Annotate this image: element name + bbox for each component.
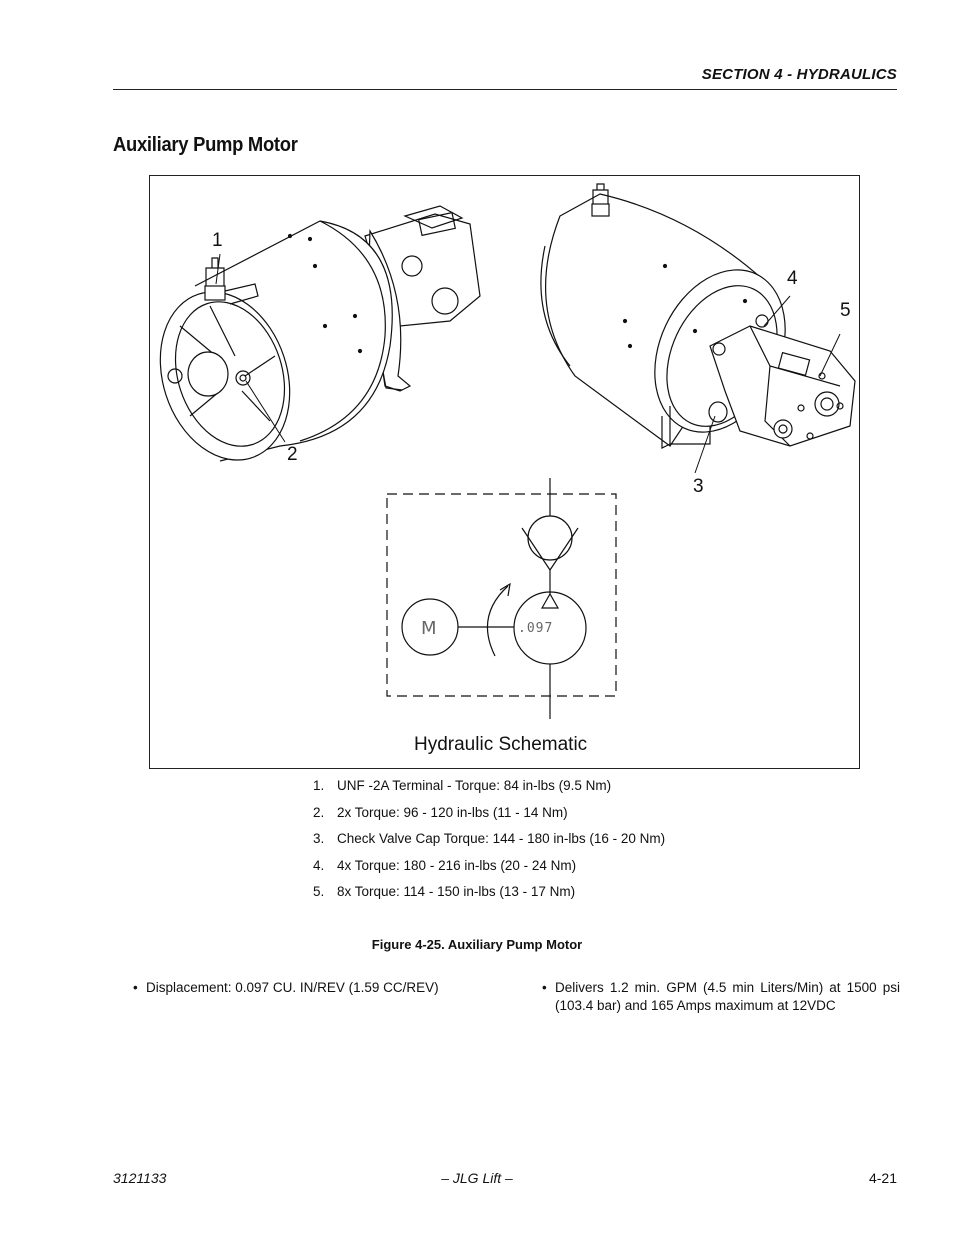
legend-number: 3. [313, 831, 325, 846]
bullet-text: Delivers 1.2 min. GPM (4.5 min Liters/Mi… [555, 980, 900, 1013]
bullet-dot: • [133, 980, 138, 995]
callout-1: 1 [212, 230, 223, 251]
legend-number: 4. [313, 857, 325, 873]
left-motor-drawing [159, 205, 481, 462]
legend-item: 1. UNF -2A Terminal - Torque: 84 in-lbs (… [313, 778, 665, 805]
legend-text: Check Valve Cap Torque: 144 - 180 in-lbs… [337, 831, 666, 846]
pump-motor-illustration: M .097 [159, 183, 856, 719]
header-rule [113, 89, 897, 90]
pump-displacement-label: .097 [518, 621, 553, 636]
bullet-delivery: • Delivers 1.2 min. GPM (4.5 min Liters/… [542, 979, 900, 1015]
callout-5: 5 [840, 300, 851, 321]
footer-page-number: 4-21 [868, 1170, 897, 1186]
motor-symbol-label: M [421, 618, 437, 639]
legend-item: 5. 8x Torque: 114 - 150 in-lbs (13 - 17 N… [313, 884, 665, 911]
bullet-dot: • [542, 980, 547, 995]
legend-item: 4. 4x Torque: 180 - 216 in-lbs (20 - 24 N… [313, 858, 665, 885]
footer-doc-number: 3121133 [113, 1170, 167, 1186]
figure-box: M .097 1 2 3 4 5 Hydraulic Schematic [149, 175, 860, 769]
legend-item: 2. 2x Torque: 96 - 120 in-lbs (11 - 14 Nm… [313, 805, 665, 832]
right-motor-drawing [540, 183, 856, 449]
callout-2: 2 [287, 444, 298, 465]
legend-text: 4x Torque: 180 - 216 in-lbs (20 - 24 Nm) [337, 857, 577, 873]
legend-text: UNF -2A Terminal - Torque: 84 in-lbs (9.… [337, 778, 612, 793]
schematic-label: Hydraulic Schematic [414, 734, 588, 755]
legend-number: 5. [313, 884, 325, 899]
bullet-text: Displacement: 0.097 CU. IN/REV (1.59 CC/… [146, 980, 439, 995]
callout-4: 4 [787, 268, 798, 289]
legend-number: 2. [313, 804, 325, 820]
legend-number: 1. [313, 778, 325, 793]
callout-leader-lines [215, 253, 841, 474]
hydraulic-schematic [386, 478, 617, 719]
figure-caption: Figure 4-25. Auxiliary Pump Motor [371, 937, 583, 952]
legend-text: 2x Torque: 96 - 120 in-lbs (11 - 14 Nm) [337, 804, 568, 820]
section-header: SECTION 4 - HYDRAULICS [701, 66, 897, 83]
legend-text: 8x Torque: 114 - 150 in-lbs (13 - 17 Nm) [337, 884, 576, 899]
callout-3: 3 [693, 476, 704, 497]
bullet-displacement: • Displacement: 0.097 CU. IN/REV (1.59 C… [133, 979, 473, 997]
page-title: Auxiliary Pump Motor [113, 134, 298, 156]
footer-center: – JLG Lift – [441, 1170, 513, 1186]
figure-legend: 1. UNF -2A Terminal - Torque: 84 in-lbs (… [313, 778, 665, 911]
legend-item: 3. Check Valve Cap Torque: 144 - 180 in-l… [313, 831, 665, 858]
